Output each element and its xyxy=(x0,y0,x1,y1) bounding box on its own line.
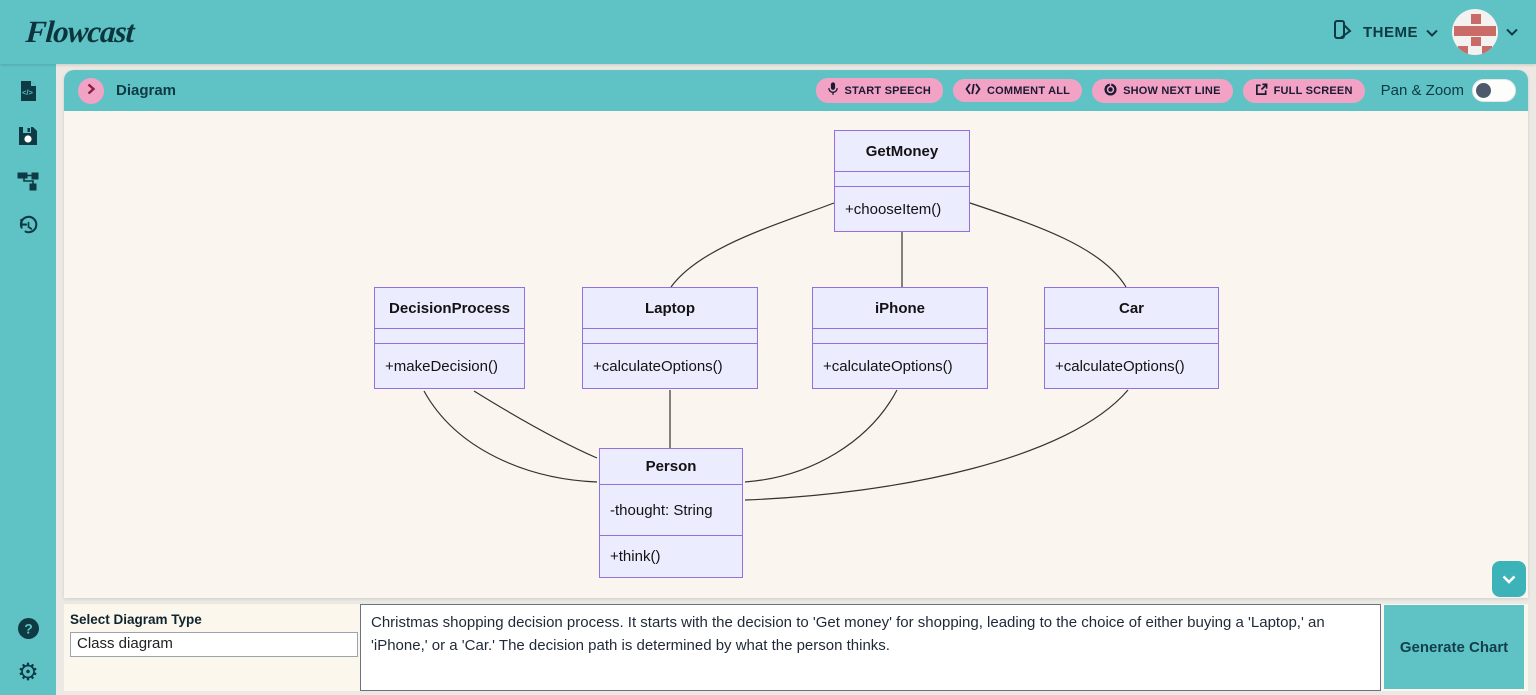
uml-class-getmoney: GetMoney +chooseItem() xyxy=(834,130,970,232)
account-chevron-down-icon[interactable] xyxy=(1506,23,1518,41)
panel-title: Diagram xyxy=(116,82,177,99)
comment-all-label: COMMENT ALL xyxy=(987,84,1071,97)
save-icon[interactable] xyxy=(16,124,40,148)
uml-class-car: Car +calculateOptions() xyxy=(1044,287,1219,389)
prompt-textarea[interactable]: Christmas shopping decision process. It … xyxy=(360,604,1381,691)
uml-method: +makeDecision() xyxy=(375,343,524,388)
uml-edges xyxy=(423,202,1129,501)
uml-attribute: -thought: String xyxy=(600,484,742,535)
start-speech-label: START SPEECH xyxy=(844,84,932,97)
pan-zoom-label: Pan & Zoom xyxy=(1380,82,1464,99)
diagram-panel-header: Diagram START SPEECH COMME xyxy=(64,70,1528,111)
generate-chart-button[interactable]: Generate Chart xyxy=(1384,605,1524,689)
uml-class-title: Car xyxy=(1118,299,1144,317)
chevron-down-icon xyxy=(1502,572,1516,587)
toggle-knob xyxy=(1476,83,1491,98)
app-header: Flowcast THEME xyxy=(0,0,1536,64)
scroll-down-button[interactable] xyxy=(1492,561,1526,597)
theme-swatches-icon xyxy=(1331,18,1355,46)
uml-class-title: GetMoney xyxy=(865,142,939,160)
chevron-right-icon xyxy=(86,83,96,98)
uml-attributes-empty xyxy=(835,171,969,186)
full-screen-label: FULL SCREEN xyxy=(1273,84,1353,97)
uml-method: +calculateOptions() xyxy=(1045,343,1218,388)
uml-method: +calculateOptions() xyxy=(813,343,987,388)
chevron-down-icon xyxy=(1426,24,1438,41)
settings-gear-icon[interactable]: ⚙ xyxy=(17,659,39,686)
expand-icon xyxy=(1255,83,1268,99)
diagram-panel: Diagram START SPEECH COMME xyxy=(64,70,1528,598)
svg-text:?: ? xyxy=(24,620,33,636)
microphone-icon xyxy=(828,82,839,99)
uml-class-laptop: Laptop +calculateOptions() xyxy=(582,287,758,389)
uml-method: +think() xyxy=(600,535,742,577)
target-icon xyxy=(1104,82,1117,99)
uml-method: +chooseItem() xyxy=(835,186,969,231)
uml-attributes-empty xyxy=(583,328,757,343)
theme-label: THEME xyxy=(1363,23,1418,41)
uml-method: +calculateOptions() xyxy=(583,343,757,388)
uml-class-title: Laptop xyxy=(645,299,695,317)
diagram-type-label: Select Diagram Type xyxy=(70,612,202,627)
pan-zoom-toggle[interactable] xyxy=(1472,79,1516,102)
diagram-type-select[interactable]: Class diagram xyxy=(70,632,358,657)
uml-class-title: DecisionProcess xyxy=(389,299,510,317)
help-icon[interactable]: ? xyxy=(16,616,40,640)
comment-all-button[interactable]: COMMENT ALL xyxy=(953,79,1083,102)
uml-attributes-empty xyxy=(1045,328,1218,343)
start-speech-button[interactable]: START SPEECH xyxy=(816,78,944,103)
app-logo: Flowcast xyxy=(24,14,135,49)
show-next-line-label: SHOW NEXT LINE xyxy=(1123,84,1221,97)
code-file-icon[interactable]: </> xyxy=(16,79,40,103)
code-icon xyxy=(965,83,981,98)
sidebar: </> xyxy=(0,64,56,695)
theme-button[interactable]: THEME xyxy=(1331,18,1438,46)
show-next-line-button[interactable]: SHOW NEXT LINE xyxy=(1092,78,1233,103)
uml-attributes-empty xyxy=(375,328,524,343)
uml-attributes-empty xyxy=(813,328,987,343)
svg-text:</>: </> xyxy=(22,88,33,97)
uml-class-decisionprocess: DecisionProcess +makeDecision() xyxy=(374,287,525,389)
avatar[interactable] xyxy=(1452,9,1498,55)
generator-form: Select Diagram Type Class diagram Christ… xyxy=(64,604,1528,691)
uml-class-person: Person -thought: String +think() xyxy=(599,448,743,578)
uml-class-title: Person xyxy=(645,458,697,475)
uml-class-title: iPhone xyxy=(874,299,925,317)
collapse-panel-button[interactable] xyxy=(78,77,104,104)
uml-class-iphone: iPhone +calculateOptions() xyxy=(812,287,988,389)
full-screen-button[interactable]: FULL SCREEN xyxy=(1242,78,1365,103)
history-icon[interactable] xyxy=(16,214,40,238)
diagram-canvas: GetMoney +chooseItem() DecisionProcess +… xyxy=(64,111,1528,598)
flowchart-icon[interactable] xyxy=(16,169,40,193)
